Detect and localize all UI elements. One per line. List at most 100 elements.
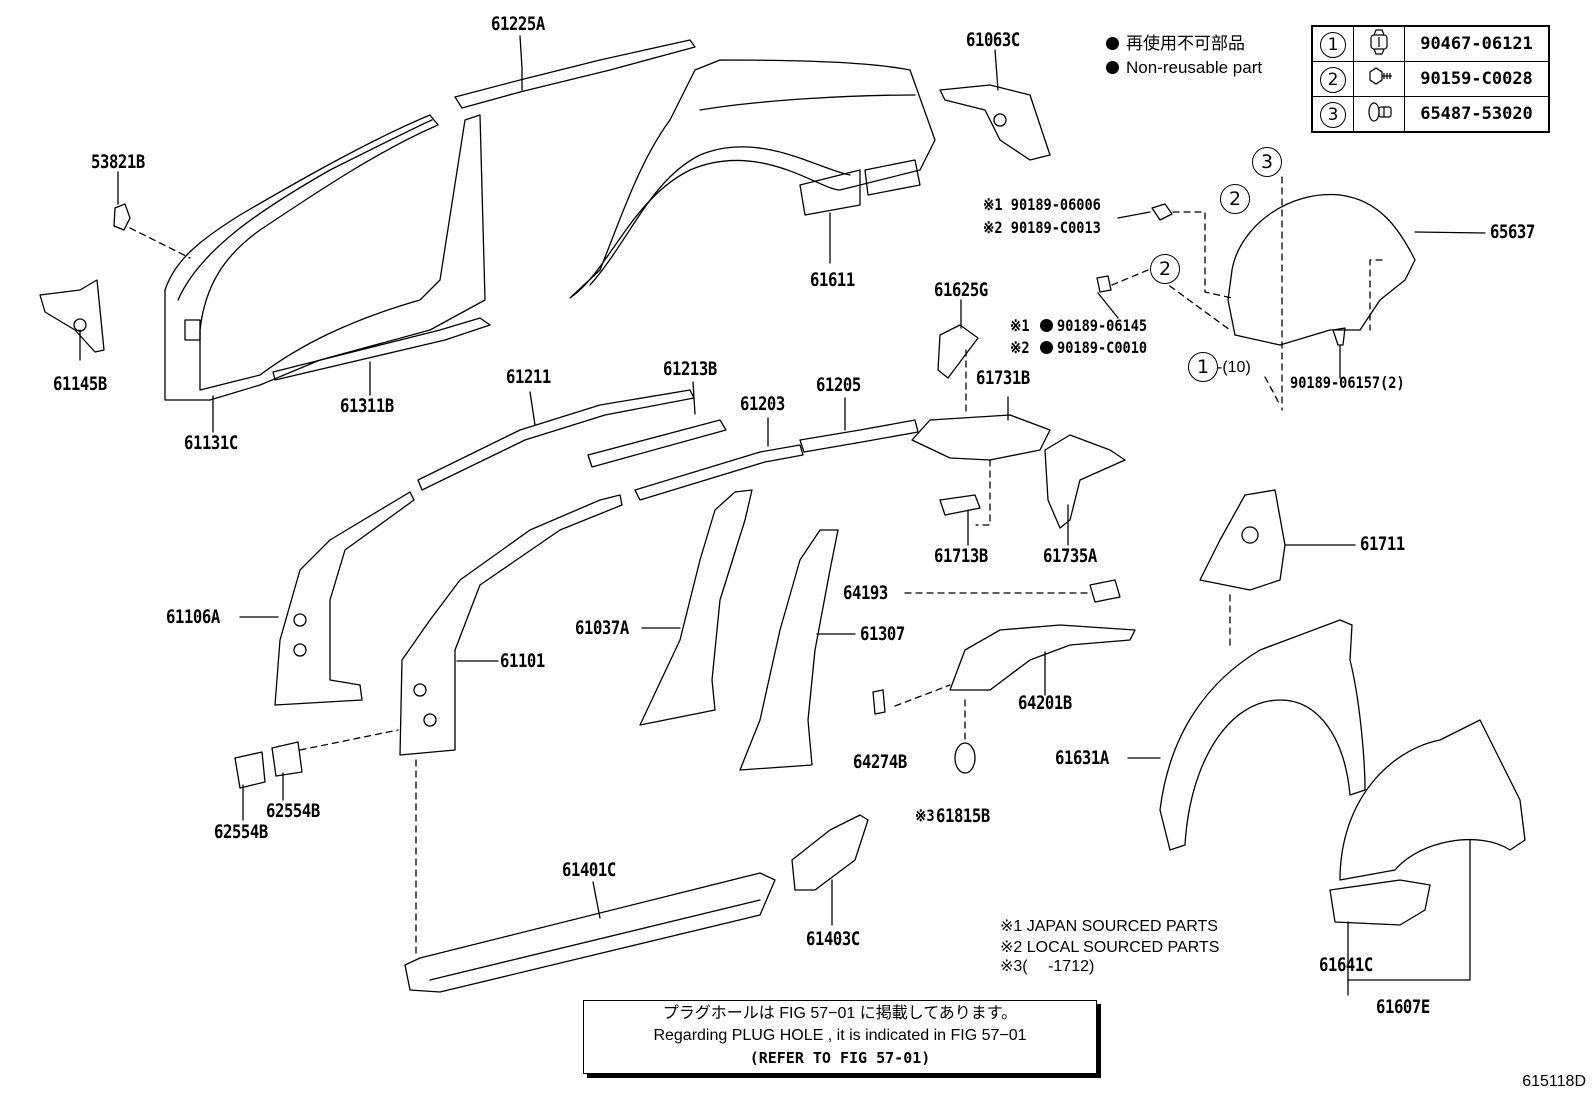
non-reusable-dot-icon — [1040, 319, 1053, 332]
part-61815B-shape — [954, 742, 976, 774]
part-61211-shape — [417, 389, 695, 491]
fastener-part-number: 90159-C0028 — [1404, 61, 1550, 97]
callout-qty-10: -(10) — [1217, 359, 1251, 376]
part-61625G-shape — [937, 324, 979, 379]
label-61625G: 61625G — [934, 279, 988, 301]
label-61731B: 61731B — [976, 367, 1030, 389]
fastener-number: 3 — [1311, 96, 1354, 133]
label-61311B: 61311B — [340, 395, 394, 417]
part-61225A-shape — [454, 39, 696, 109]
reference-note-box: プラグホールは FIG 57−01 に掲載してあります。 Regarding P… — [583, 1000, 1097, 1074]
part-61037A-shape — [639, 489, 753, 726]
label-61145B: 61145B — [53, 373, 107, 395]
label-61205: 61205 — [816, 374, 861, 396]
non-reusable-dot-icon — [1106, 37, 1119, 50]
label-62554B-b: 62554B — [266, 800, 320, 822]
part-61106A-shape — [274, 491, 415, 706]
circled-2-marker: 2 — [1150, 254, 1180, 284]
label-61631A: 61631A — [1055, 747, 1109, 769]
label-61211: 61211 — [506, 366, 551, 388]
non-reusable-dot-icon — [1040, 341, 1053, 354]
table-row: 2 90159-C0028 — [1311, 61, 1550, 97]
label-61711: 61711 — [1360, 533, 1405, 555]
label-61101: 61101 — [500, 650, 545, 672]
label-61403C: 61403C — [806, 928, 860, 950]
part-61307-shape — [739, 529, 839, 771]
circled-3-marker: 3 — [1252, 147, 1282, 177]
table-row: 3 65487-53020 — [1311, 96, 1550, 133]
part-64201B-shape — [949, 624, 1136, 691]
part-61631A-shape — [1159, 619, 1366, 851]
fastener-number: 2 — [1311, 61, 1354, 97]
footnote-japan-sourced: ※1 JAPAN SOURCED PARTS — [1000, 918, 1218, 935]
label-61815B-mark: ※3 — [915, 806, 935, 825]
part-64193-shape — [1089, 579, 1121, 603]
callout-90189-C0010: 90189-C0010 — [1057, 338, 1148, 357]
label-61401C: 61401C — [562, 859, 616, 881]
part-61735A-shape — [1044, 434, 1126, 529]
label-61713B: 61713B — [934, 545, 988, 567]
circled-1-marker: 1 — [1188, 352, 1218, 382]
part-61713B-shape — [939, 494, 981, 516]
label-61225A: 61225A — [491, 13, 545, 35]
fastener-table: 1 90467-06121 2 90159-C0028 3 65487-5302… — [1311, 25, 1550, 133]
part-53821B-shape — [113, 203, 131, 231]
push-rivet-icon — [1353, 96, 1405, 133]
part-61403C-shape — [791, 814, 869, 891]
label-61106A: 61106A — [166, 606, 220, 628]
part-64274B-shape — [872, 689, 886, 715]
legend-jp: 再使用不可部品 — [1106, 34, 1245, 54]
label-64274B: 64274B — [853, 751, 907, 773]
label-61307: 61307 — [860, 623, 905, 645]
legend-en: Non-reusable part — [1106, 58, 1262, 78]
label-64201B: 64201B — [1018, 692, 1072, 714]
part-90189-06145-shape — [1096, 275, 1112, 293]
circled-2-marker: 2 — [1320, 66, 1346, 93]
part-61607E-shape — [1339, 719, 1526, 881]
label-61037A: 61037A — [575, 617, 629, 639]
part-61641C-shape — [1329, 879, 1431, 926]
part-61101-shape — [399, 494, 623, 756]
table-row: 1 90467-06121 — [1311, 25, 1550, 62]
part-61731B-shape — [911, 414, 1051, 461]
part-61131C-shape — [164, 114, 486, 401]
part-62554B-b-shape — [271, 741, 303, 777]
circled-1-marker: 1 — [1320, 31, 1346, 58]
callout-90189-06006: ※1 90189-06006 — [983, 195, 1101, 214]
circled-3-marker: 3 — [1320, 101, 1346, 128]
part-61063C-shape — [939, 84, 1051, 161]
reference-note-jp: プラグホールは FIG 57−01 に掲載してあります。 — [662, 1005, 1018, 1022]
callout-90189-C0013: ※2 90189-C0013 — [983, 218, 1101, 237]
label-61131C: 61131C — [184, 432, 238, 454]
part-61145B-shape — [39, 279, 105, 353]
callout-90189-06145: 90189-06145 — [1057, 316, 1148, 335]
clip-icon — [1353, 25, 1405, 62]
callout-90189-06145-mark: ※1 — [1010, 316, 1030, 335]
reference-note-refer: (REFER TO FIG 57-01) — [749, 1049, 931, 1067]
label-61203: 61203 — [740, 393, 785, 415]
label-61815B: 61815B — [936, 805, 990, 827]
label-61611: 61611 — [810, 269, 855, 291]
callout-90189-06157: 90189-06157(2) — [1290, 373, 1405, 392]
fastener-number: 1 — [1311, 25, 1354, 62]
fastener-part-number: 90467-06121 — [1404, 25, 1550, 62]
footnote-local-sourced: ※2 LOCAL SOURCED PARTS — [1000, 939, 1220, 956]
part-65637-shape — [1227, 193, 1416, 346]
figure-id: 615118D — [1522, 1073, 1586, 1090]
part-61311B-shape — [272, 317, 491, 381]
label-61607E: 61607E — [1376, 996, 1430, 1018]
label-61213B: 61213B — [663, 358, 717, 380]
label-62554B-a: 62554B — [214, 821, 268, 843]
part-61213B-shape — [587, 419, 727, 468]
circled-2-marker: 2 — [1220, 184, 1250, 214]
part-90189-06006-shape — [1151, 203, 1173, 221]
footnote-date-range: ※3( -1712) — [1000, 958, 1095, 975]
label-65637: 65637 — [1490, 221, 1535, 243]
label-64193: 64193 — [843, 582, 888, 604]
reference-note-en: Regarding PLUG HOLE , it is indicated in… — [653, 1027, 1027, 1044]
fastener-part-number: 65487-53020 — [1404, 96, 1550, 133]
label-61063C: 61063C — [966, 29, 1020, 51]
part-61711-shape — [1199, 489, 1286, 591]
label-61735A: 61735A — [1043, 545, 1097, 567]
